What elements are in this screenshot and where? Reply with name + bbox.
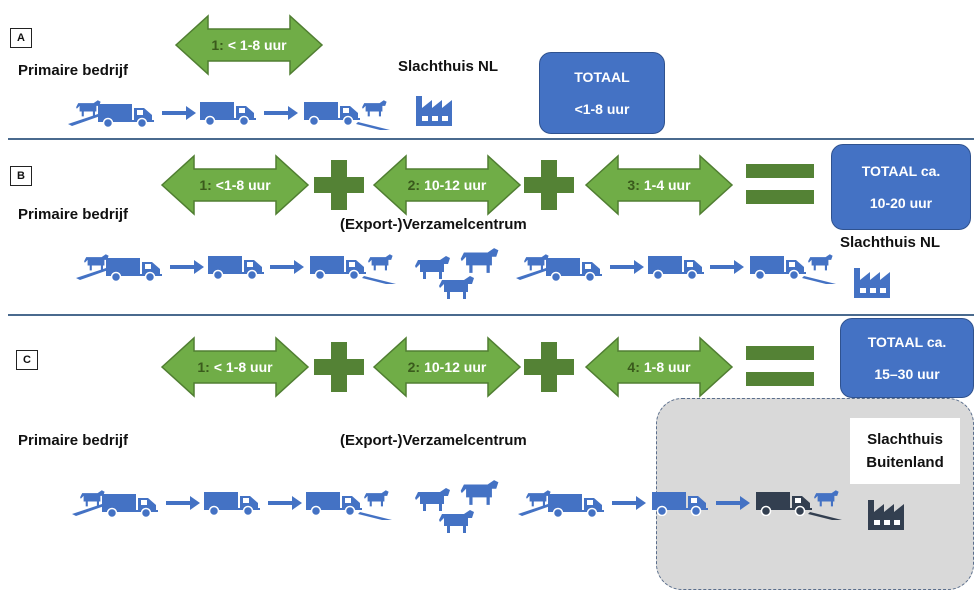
right-arrow-icon <box>268 496 302 510</box>
right-arrow-icon <box>612 496 646 510</box>
arrow-step-number: 2: <box>407 359 421 375</box>
section-c-origin: Primaire bedrijf <box>18 432 129 449</box>
section-c-arrow-1: 1:< 1-8 uur <box>158 336 312 398</box>
arrow-duration: <1-8 uur <box>215 177 271 193</box>
total-title: TOTAAL ca. <box>861 163 941 179</box>
equals-icon <box>746 346 814 386</box>
right-arrow-icon <box>716 496 750 510</box>
truck-icon <box>200 100 256 126</box>
truck-icon <box>204 490 260 516</box>
truck-unloading-cow-icon <box>750 254 836 284</box>
arrow-duration: 1-8 uur <box>643 359 691 375</box>
right-arrow-icon <box>710 260 744 274</box>
section-b-label: B <box>10 166 32 186</box>
right-arrow-icon <box>610 260 644 274</box>
right-arrow-icon <box>170 260 204 274</box>
arrow-step-number: 1: <box>197 359 210 375</box>
arrow-duration: 1-4 uur <box>643 177 691 193</box>
section-b-arrow-2: 2:10-12 uur <box>370 154 524 216</box>
total-title: TOTAAL <box>574 69 630 85</box>
truck-unloading-cow-icon <box>756 490 842 520</box>
section-c-label: C <box>16 350 38 370</box>
truck-icon <box>208 254 264 280</box>
section-divider <box>8 138 974 140</box>
section-a-destination: Slachthuis NL <box>398 58 499 75</box>
right-arrow-icon <box>264 106 298 120</box>
arrow-duration: 10-12 uur <box>424 359 487 375</box>
section-b-arrow-1: 1:<1-8 uur <box>158 154 312 216</box>
section-b-arrow-3: 3:1-4 uur <box>582 154 736 216</box>
arrow-step-number: 4: <box>627 359 640 375</box>
section-c-destination: Slachthuis Buitenland <box>850 418 960 484</box>
truck-loading-cow-icon <box>518 490 604 518</box>
cattle-herd-icon <box>415 480 499 533</box>
cattle-herd-icon <box>415 248 499 299</box>
right-arrow-icon <box>166 496 200 510</box>
section-divider <box>8 314 974 316</box>
arrow-step-number: 1: <box>211 37 224 53</box>
section-b-total: TOTAAL ca. 10-20 uur <box>831 144 971 230</box>
plus-icon <box>524 160 574 210</box>
section-a-total: TOTAAL <1-8 uur <box>539 52 665 134</box>
arrow-step-number: 2: <box>407 177 421 193</box>
arrow-step-number: 1: <box>199 177 212 193</box>
plus-icon <box>524 342 574 392</box>
arrow-duration: < 1-8 uur <box>213 359 273 375</box>
section-c-transport-row <box>72 478 852 538</box>
arrow-step-number: 3: <box>627 177 640 193</box>
section-a-label: A <box>10 28 32 48</box>
total-title: TOTAAL ca. <box>867 334 947 350</box>
section-c-total: TOTAAL ca. 15–30 uur <box>840 318 974 398</box>
equals-icon <box>746 164 814 204</box>
arrow-duration: 10-12 uur <box>424 177 487 193</box>
truck-icon <box>648 254 704 280</box>
factory-icon <box>852 262 892 298</box>
factory-icon <box>414 90 454 126</box>
right-arrow-icon <box>270 260 304 274</box>
factory-icon <box>866 494 906 530</box>
truck-loading-cow-icon <box>72 490 158 518</box>
arrow-duration: < 1-8 uur <box>227 37 287 53</box>
destination-line-1: Slachthuis <box>867 431 943 448</box>
section-b-destination: Slachthuis NL <box>840 234 941 251</box>
section-a-transport-row <box>68 90 428 130</box>
truck-loading-cow-icon <box>68 100 154 128</box>
truck-loading-cow-icon <box>516 254 602 282</box>
truck-icon <box>652 490 708 516</box>
section-a-arrow-1: 1:< 1-8 uur <box>172 14 326 76</box>
truck-unloading-cow-icon <box>304 100 390 130</box>
section-c-arrow-3: 4:1-8 uur <box>582 336 736 398</box>
plus-icon <box>314 342 364 392</box>
total-duration: <1-8 uur <box>574 101 630 117</box>
total-duration: 10-20 uur <box>869 195 933 211</box>
section-c-arrow-2: 2:10-12 uur <box>370 336 524 398</box>
truck-unloading-cow-icon <box>310 254 396 284</box>
truck-unloading-cow-icon <box>306 490 392 520</box>
total-duration: 15–30 uur <box>874 366 940 382</box>
plus-icon <box>314 160 364 210</box>
right-arrow-icon <box>162 106 196 120</box>
truck-loading-cow-icon <box>76 254 162 282</box>
destination-line-2: Buitenland <box>866 454 944 471</box>
section-a-origin: Primaire bedrijf <box>18 62 129 79</box>
section-b-transport-row <box>76 246 906 306</box>
section-b-origin: Primaire bedrijf <box>18 206 129 223</box>
section-c-collection: (Export-)Verzamelcentrum <box>340 432 527 449</box>
section-b-collection: (Export-)Verzamelcentrum <box>340 216 527 233</box>
